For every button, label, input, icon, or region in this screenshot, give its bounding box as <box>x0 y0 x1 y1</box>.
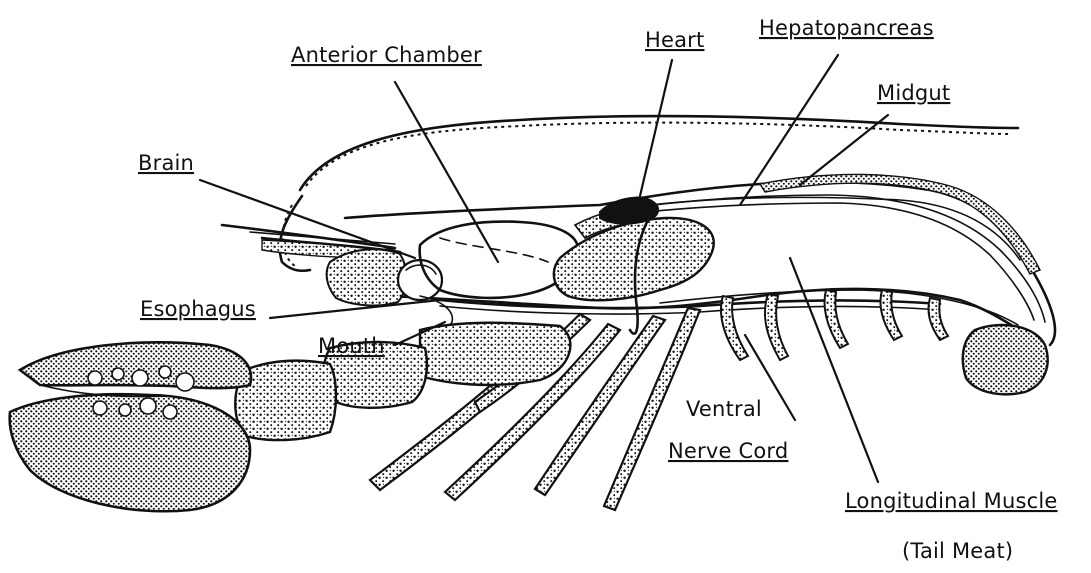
brain-organ <box>398 260 442 300</box>
label-mouth: Mouth <box>318 334 385 358</box>
anterior-chamber-organ <box>420 222 578 298</box>
hepatopancreas-organ <box>554 218 714 300</box>
label-hepatopancreas: Hepatopancreas <box>759 16 934 40</box>
label-heart: Heart <box>645 28 704 52</box>
label-tail-meat: (Tail Meat) <box>902 539 1013 563</box>
label-ventral: Ventral <box>686 397 762 421</box>
claw <box>10 323 571 512</box>
label-esophagus: Esophagus <box>140 297 256 321</box>
label-anterior-chamber: Anterior Chamber <box>291 43 482 67</box>
tail-fan <box>963 325 1048 394</box>
label-brain: Brain <box>138 151 194 175</box>
label-longitudinal-muscle: Longitudinal Muscle <box>845 489 1058 513</box>
label-nerve-cord: Nerve Cord <box>668 439 788 463</box>
label-midgut: Midgut <box>877 81 950 105</box>
head-tissue <box>327 249 407 305</box>
swimmerets <box>721 290 948 360</box>
